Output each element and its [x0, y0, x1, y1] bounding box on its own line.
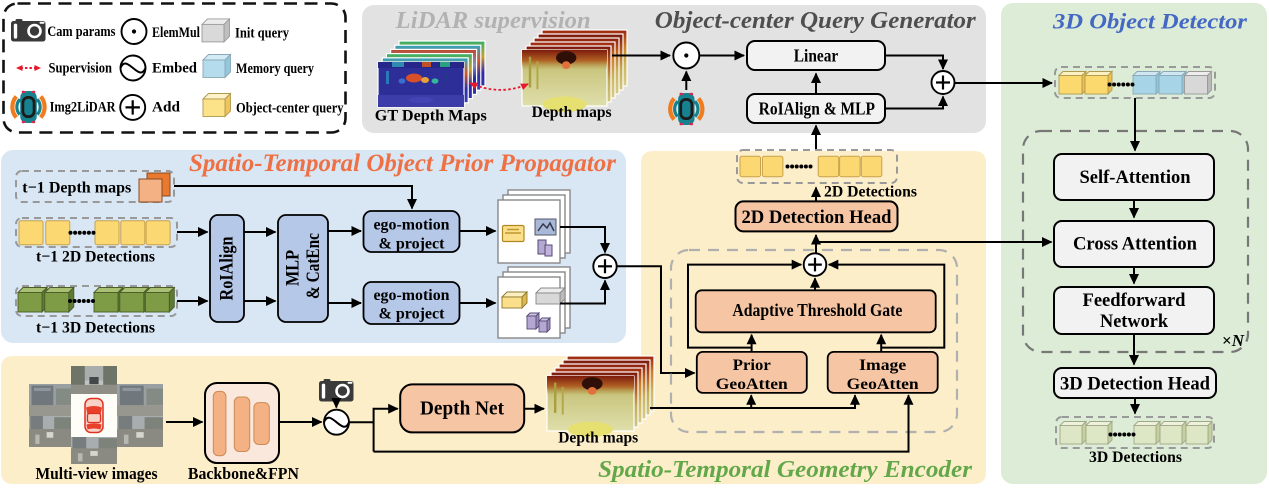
- svg-text:Adaptive Threshold Gate: Adaptive Threshold Gate: [732, 300, 902, 320]
- svg-text:RoIAlign: RoIAlign: [217, 236, 238, 300]
- svg-text:Image: Image: [859, 357, 906, 374]
- svg-text:Depth Net: Depth Net: [420, 398, 504, 420]
- svg-text:& project: & project: [379, 236, 446, 253]
- svg-text:Supervision: Supervision: [49, 61, 113, 77]
- svg-text:Spatio-Temporal Object Prior P: Spatio-Temporal Object Prior Propagator: [189, 150, 616, 177]
- svg-text:GeoAtten: GeoAtten: [847, 376, 919, 393]
- svg-text:Memory query: Memory query: [236, 61, 314, 77]
- svg-text:Object-center Query Generator: Object-center Query Generator: [655, 8, 977, 34]
- svg-text:Depth maps: Depth maps: [558, 429, 638, 446]
- svg-text:2D Detections: 2D Detections: [824, 184, 917, 201]
- svg-text:3D Detection Head: 3D Detection Head: [1060, 374, 1210, 395]
- svg-text:& project: & project: [379, 306, 446, 323]
- svg-text:2D Detection Head: 2D Detection Head: [742, 207, 892, 228]
- svg-text:t−1 Depth maps: t−1 Depth maps: [22, 179, 131, 196]
- svg-text:Network: Network: [1100, 311, 1168, 332]
- svg-text:ElemMul: ElemMul: [152, 25, 200, 41]
- svg-text:Depth maps: Depth maps: [532, 104, 612, 121]
- svg-text:Spatio-Temporal Geometry Encod: Spatio-Temporal Geometry Encoder: [598, 457, 973, 483]
- svg-text:3D Object Detector: 3D Object Detector: [1052, 9, 1248, 34]
- svg-text:Backbone&FPN: Backbone&FPN: [188, 464, 300, 483]
- svg-text:Prior: Prior: [733, 357, 771, 374]
- svg-text:×N: ×N: [1222, 331, 1245, 350]
- svg-text:Img2LiDAR: Img2LiDAR: [50, 100, 116, 116]
- svg-text:Add: Add: [152, 100, 181, 116]
- svg-text:t−1 3D Detections: t−1 3D Detections: [36, 320, 155, 337]
- svg-text:GT Depth Maps: GT Depth Maps: [375, 108, 487, 125]
- svg-text:Cross Attention: Cross Attention: [1073, 234, 1197, 255]
- svg-text:& CatEnc: & CatEnc: [303, 233, 324, 299]
- svg-text:3D Detections: 3D Detections: [1089, 449, 1182, 466]
- svg-text:ego-motion: ego-motion: [374, 287, 450, 304]
- svg-text:GeoAtten: GeoAtten: [716, 376, 788, 393]
- svg-text:Cam params: Cam params: [47, 24, 115, 40]
- svg-text:Object-center query: Object-center query: [236, 101, 344, 117]
- svg-text:MLP: MLP: [283, 250, 304, 286]
- svg-text:ego-motion: ego-motion: [374, 216, 450, 233]
- svg-text:Self-Attention: Self-Attention: [1080, 167, 1191, 188]
- svg-text:RoIAlign & MLP: RoIAlign & MLP: [759, 99, 875, 119]
- svg-text:Embed: Embed: [152, 61, 198, 77]
- svg-text:Linear: Linear: [794, 45, 838, 65]
- svg-text:Init query: Init query: [235, 26, 289, 42]
- svg-text:t−1 2D Detections: t−1 2D Detections: [36, 249, 155, 266]
- svg-text:Feedforward: Feedforward: [1083, 290, 1186, 311]
- svg-text:Multi-view images: Multi-view images: [36, 464, 158, 483]
